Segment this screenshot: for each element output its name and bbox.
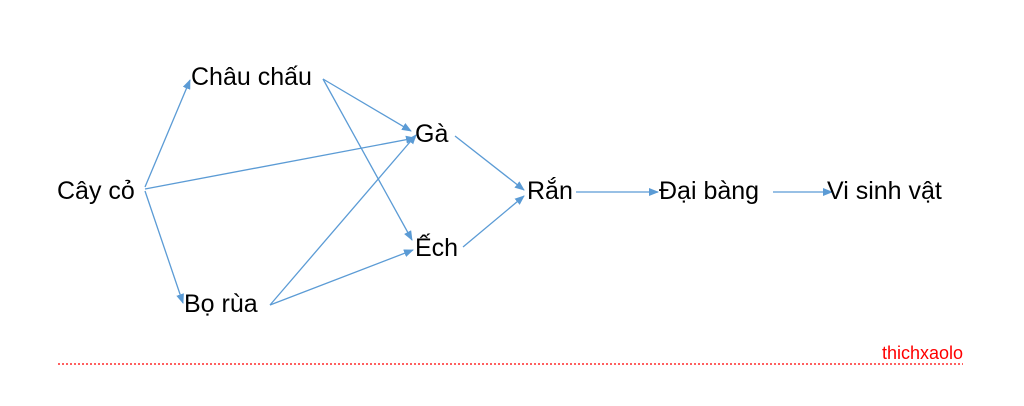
watermark-text: thichxaolo (882, 343, 963, 363)
node-bo-rua: Bọ rùa (184, 290, 258, 318)
node-chau-chau: Châu chấu (191, 63, 312, 91)
arrow-ga-to-ran (454, 135, 525, 191)
arrow-cay-co-to-chau-chau (144, 79, 191, 188)
arrow-ech-to-ran (462, 195, 525, 248)
node-ech: Ếch (415, 233, 458, 262)
node-vi-sinh-vat: Vi sinh vật (827, 177, 942, 205)
node-cay-co: Cây cỏ (57, 177, 135, 205)
arrow-bo-rua-to-ech (269, 249, 414, 306)
arrow-cay-co-to-bo-rua (144, 190, 184, 304)
edges-group (144, 78, 833, 306)
node-ga: Gà (415, 120, 448, 148)
arrow-bo-rua-to-ga (269, 134, 417, 306)
nodes-group: Cây cỏ Châu chấu Bọ rùa Gà Ếch Rắn Đại b… (57, 63, 942, 318)
arrow-cay-co-to-ga (144, 135, 416, 190)
node-ran: Rắn (527, 176, 573, 205)
arrow-chau-chau-to-ga (322, 78, 412, 132)
node-dai-bang: Đại bàng (659, 177, 759, 205)
arrow-chau-chau-to-ech (322, 78, 413, 241)
